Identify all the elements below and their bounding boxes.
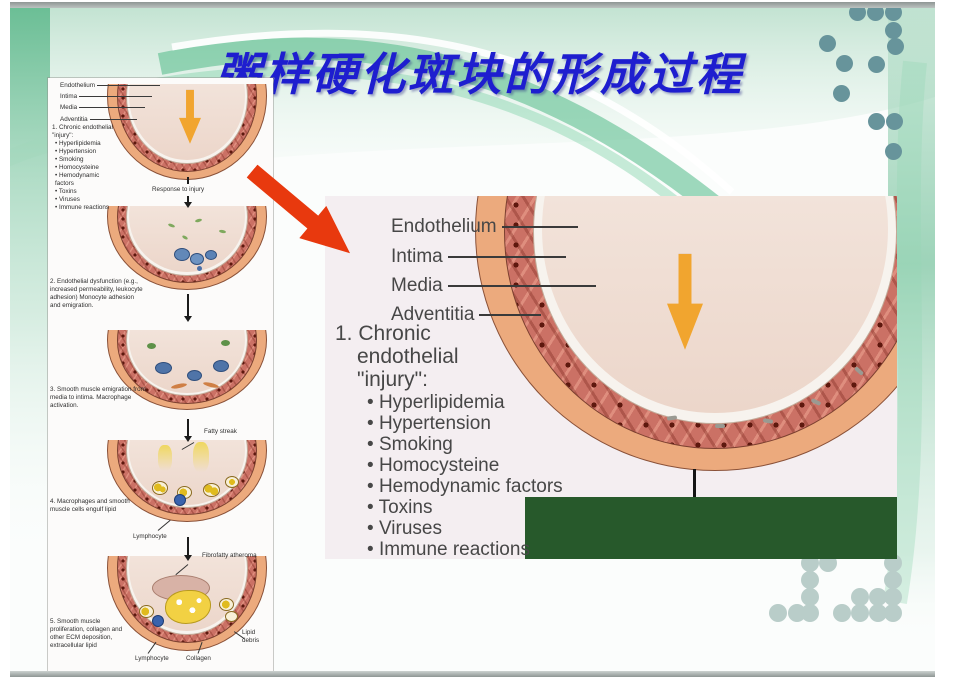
particle-cluster: [147, 342, 156, 349]
fibrofatty-atheroma-label: Fibrofatty atheroma: [202, 552, 257, 559]
fatty-streak: [158, 444, 173, 471]
stage1-heading: 1. Chronic endothelial "injury":: [335, 322, 459, 391]
stage5-text: 5. Smooth muscle proliferation, collagen…: [50, 618, 123, 649]
fatty-streak-label: Fatty streak: [204, 428, 237, 435]
vessel-cross-section-2: [107, 206, 267, 290]
lymphocyte-label: Lymphocyte: [133, 533, 167, 540]
particle-cluster: [220, 339, 230, 346]
foam-cell: [151, 481, 168, 495]
foam-cell: [139, 605, 154, 619]
decorative-dot: [884, 588, 902, 606]
decorative-dot: [801, 571, 819, 589]
foam-cell: [219, 597, 234, 611]
label-line: [447, 285, 596, 287]
decorative-dot: [869, 604, 887, 622]
stage2-text: 2. Endothelial dysfunction (e.g., increa…: [50, 278, 143, 309]
macrophage: [212, 360, 229, 373]
foam-cell: [225, 611, 239, 623]
layer-label-endothelium: Endothelium: [391, 216, 578, 238]
decorative-dot: [833, 85, 850, 102]
decorative-dot: [885, 4, 902, 21]
label-line: [79, 96, 152, 97]
layer-label-intima: Intima: [391, 246, 566, 268]
left-figure-panel: Endothelium Intima Media Adventitia 1. C…: [48, 78, 273, 675]
decorative-dot: [849, 4, 866, 21]
foam-cell: [203, 482, 220, 497]
vessel-cross-section-3: [107, 330, 267, 410]
vessel-cross-section-1: [107, 84, 267, 180]
right-figure-panel: Endothelium Intima Media Adventitia 1. C…: [325, 196, 897, 559]
decorative-dot: [884, 571, 902, 589]
layer-label-endothelium: Endothelium: [60, 82, 160, 89]
decorative-dot: [886, 113, 903, 130]
endothelial-cell: [715, 424, 725, 429]
flow-line: [187, 177, 189, 184]
decorative-dot: [833, 604, 851, 622]
lymphocyte-label-2: Lymphocyte: [135, 655, 169, 662]
decorative-dot: [867, 4, 884, 21]
macrophage: [155, 362, 172, 374]
macrophage: [187, 370, 202, 381]
green-cover-box: [525, 497, 897, 559]
layer-label-intima: Intima: [60, 93, 152, 100]
stage3-text: 3. Smooth muscle emigration from media t…: [50, 386, 146, 409]
label-line: [447, 256, 566, 258]
flow-arrow-icon: [184, 537, 192, 561]
decorative-dot: [851, 604, 869, 622]
response-to-injury-label: Response to injury: [152, 186, 205, 193]
collagen-label: Collagen: [186, 655, 211, 662]
stage4-text: 4. Macrophages and smooth muscle cells e…: [50, 498, 130, 513]
slide-top-border: [10, 2, 935, 8]
monocyte: [190, 253, 205, 266]
flow-arrow-icon: [184, 419, 192, 442]
decorative-dot: [836, 55, 853, 72]
decorative-dot: [801, 588, 819, 606]
layer-label-media: Media: [60, 104, 145, 111]
layer-label-adventitia: Adventitia: [60, 116, 137, 123]
monocyte-emigrating: [196, 266, 202, 272]
slide: 粥样硬化斑块的形成过程 Endothelium Intima Media Adv…: [10, 2, 935, 677]
decorative-dot: [887, 38, 904, 55]
decorative-dot: [868, 56, 885, 73]
label-line: [97, 85, 160, 86]
monocyte: [174, 248, 191, 261]
label-line: [501, 226, 578, 228]
lipid-core: [164, 590, 211, 625]
decorative-dot: [769, 604, 787, 622]
decorative-dot: [885, 22, 902, 39]
fatty-streak: [193, 442, 210, 473]
flow-arrow-icon: [184, 196, 192, 208]
page-title: 粥样硬化斑块的形成过程: [215, 49, 744, 101]
label-line: [79, 107, 145, 108]
lymphocyte-cell: [174, 494, 187, 507]
vessel-cross-section-4: [107, 440, 267, 522]
vessel-cross-section-magnified: [475, 196, 897, 471]
label-line: [479, 314, 541, 316]
decorative-dot: [868, 113, 885, 130]
lymphocyte-cell: [151, 614, 164, 627]
stage1-text: 1. Chronic endothelial "injury": Hyperli…: [52, 124, 116, 212]
vessel-cross-section-5: [107, 556, 267, 651]
layer-label-adventitia: Adventitia: [391, 304, 541, 326]
stage1-bullets: Hyperlipidemia Hypertension Smoking Homo…: [367, 392, 563, 559]
label-line: [89, 119, 137, 120]
flow-line: [693, 469, 696, 497]
stage1-bullets: Hyperlipidemia Hypertension Smoking Homo…: [52, 140, 116, 212]
decorative-dot: [884, 604, 902, 622]
foam-cell: [225, 476, 240, 489]
decorative-dot: [885, 143, 902, 160]
decorative-dot: [851, 588, 869, 606]
flow-arrow-icon: [184, 294, 192, 322]
slide-bottom-border: [10, 671, 935, 677]
decorative-dot: [869, 588, 887, 606]
decorative-dot: [819, 35, 836, 52]
lipid-debris-label: Lipid debris: [242, 629, 260, 644]
decorative-dot: [801, 604, 819, 622]
monocyte: [204, 249, 217, 260]
layer-label-media: Media: [391, 275, 596, 297]
